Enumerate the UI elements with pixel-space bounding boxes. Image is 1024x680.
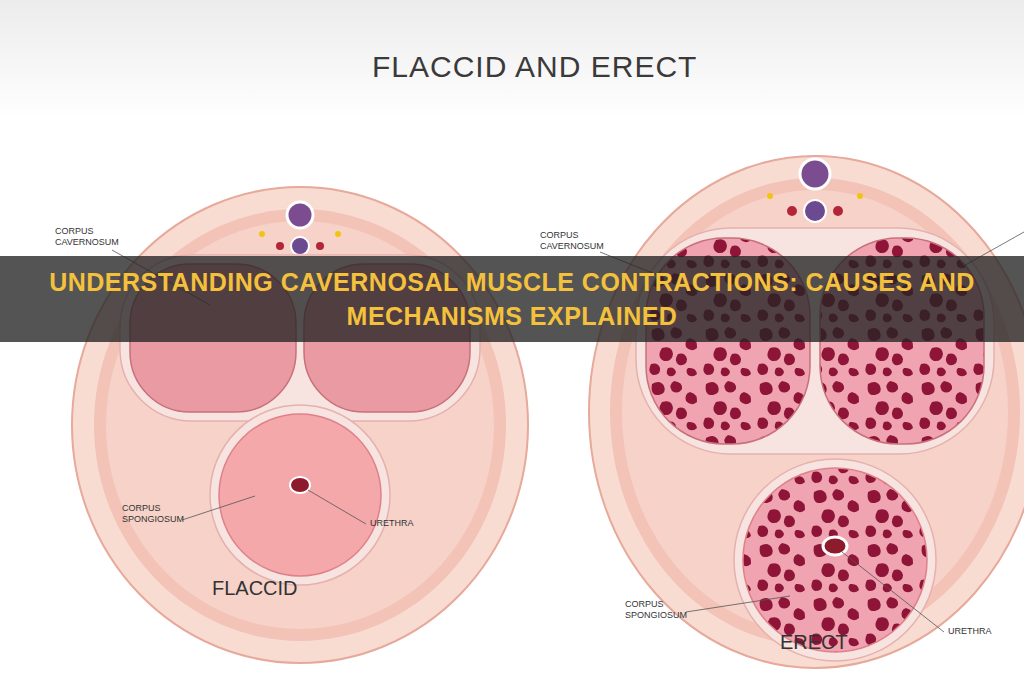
erect-section xyxy=(589,156,1024,668)
part-label: CORPUS CAVERNOSUM xyxy=(540,230,612,253)
diagram-title: FLACCID AND ERECT xyxy=(372,50,697,84)
state-label: FLACCID xyxy=(212,576,298,601)
banner-heading: UNDERSTANDING CAVERNOSAL MUSCLE CONTRACT… xyxy=(42,265,982,333)
part-label: URETHRA xyxy=(370,518,430,529)
part-label: CORPUS CAVERNOSUM xyxy=(55,226,127,249)
part-label: CORPUS SPONGIOSUM xyxy=(122,503,194,526)
state-label: ERECT xyxy=(780,630,848,655)
part-label: CORPUS SPONGIOSUM xyxy=(625,599,697,622)
title-banner: UNDERSTANDING CAVERNOSAL MUSCLE CONTRACT… xyxy=(0,256,1024,342)
part-label: URETHRA xyxy=(948,626,1008,637)
